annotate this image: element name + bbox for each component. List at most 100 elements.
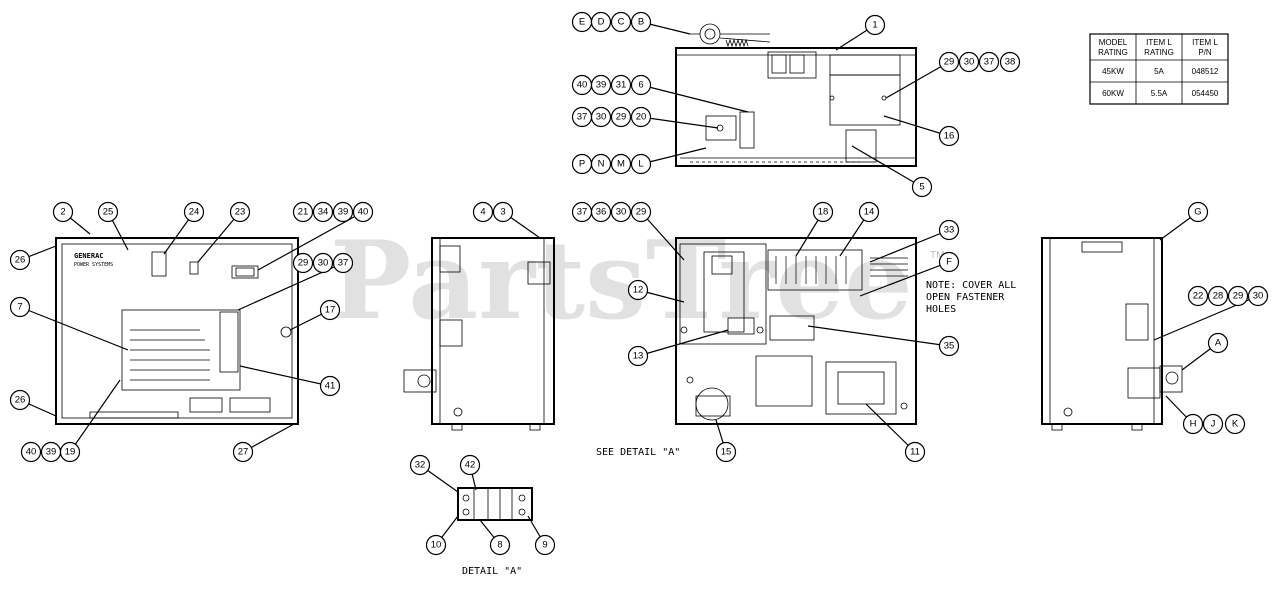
callout-15: 15 bbox=[715, 441, 737, 463]
callout-35: 35 bbox=[938, 335, 960, 357]
callout-28: 28 bbox=[1207, 285, 1229, 307]
svg-text:3: 3 bbox=[500, 207, 505, 218]
callout-k: K bbox=[1224, 413, 1246, 435]
top-panel-view bbox=[675, 23, 917, 167]
svg-text:A: A bbox=[1215, 338, 1222, 349]
callout-p: P bbox=[571, 153, 593, 175]
callout-32: 32 bbox=[409, 454, 431, 476]
leader-line bbox=[640, 211, 685, 261]
callout-d: D bbox=[590, 11, 612, 33]
callout-29c: 29 bbox=[292, 252, 314, 274]
leader-line bbox=[640, 116, 719, 129]
svg-text:36: 36 bbox=[596, 207, 607, 218]
detail-a-view bbox=[457, 487, 533, 521]
svg-text:39: 39 bbox=[596, 80, 607, 91]
table-cell: 60KW bbox=[1102, 89, 1124, 98]
callout-2: 2 bbox=[52, 201, 74, 223]
leader-line bbox=[885, 61, 950, 99]
callout-8: 8 bbox=[489, 534, 511, 556]
callout-25: 25 bbox=[97, 201, 119, 223]
svg-text:16: 16 bbox=[944, 131, 955, 142]
table-cell: 048512 bbox=[1192, 67, 1219, 76]
watermark-text: PartsTree bbox=[330, 218, 913, 344]
svg-text:27: 27 bbox=[238, 447, 249, 458]
svg-text:35: 35 bbox=[944, 341, 955, 352]
callout-40a: 40 bbox=[571, 74, 593, 96]
svg-text:32: 32 bbox=[415, 460, 426, 471]
detail-a-label: DETAIL "A" bbox=[462, 566, 522, 577]
svg-text:20: 20 bbox=[636, 112, 647, 123]
leader-line bbox=[637, 329, 729, 357]
callout-39c: 39 bbox=[40, 441, 62, 463]
callout-21: 21 bbox=[292, 201, 314, 223]
leader-line bbox=[869, 229, 950, 263]
svg-text:40: 40 bbox=[577, 80, 588, 91]
table-header: MODEL bbox=[1099, 38, 1128, 47]
svg-text:18: 18 bbox=[818, 207, 829, 218]
callout-42: 42 bbox=[459, 454, 481, 476]
svg-text:13: 13 bbox=[633, 351, 644, 362]
front-cover-view: GENERAC POWER SYSTEMS bbox=[55, 237, 299, 425]
callout-30a: 30 bbox=[958, 51, 980, 73]
callout-c: C bbox=[610, 11, 632, 33]
svg-text:30: 30 bbox=[318, 258, 329, 269]
callout-38: 38 bbox=[999, 51, 1021, 73]
table-cell: 054450 bbox=[1192, 89, 1219, 98]
callout-12: 12 bbox=[627, 279, 649, 301]
leader-line bbox=[19, 306, 129, 351]
table-header: RATING bbox=[1144, 48, 1174, 57]
callout-11: 11 bbox=[904, 441, 926, 463]
callout-30c: 30 bbox=[312, 252, 334, 274]
callout-6: 6 bbox=[630, 74, 652, 96]
svg-text:1: 1 bbox=[872, 20, 877, 31]
svg-text:HOLES: HOLES bbox=[926, 304, 956, 315]
see-detail-label: SEE DETAIL "A" bbox=[596, 447, 680, 458]
callout-3: 3 bbox=[492, 201, 514, 223]
callout-41: 41 bbox=[319, 375, 341, 397]
callout-22: 22 bbox=[1187, 285, 1209, 307]
callout-36: 36 bbox=[590, 201, 612, 223]
svg-text:34: 34 bbox=[318, 207, 329, 218]
svg-text:29: 29 bbox=[298, 258, 309, 269]
svg-text:17: 17 bbox=[325, 305, 336, 316]
svg-text:30: 30 bbox=[616, 207, 627, 218]
svg-text:23: 23 bbox=[235, 207, 246, 218]
svg-text:39: 39 bbox=[338, 207, 349, 218]
callout-30d: 30 bbox=[610, 201, 632, 223]
svg-text:L: L bbox=[638, 159, 643, 170]
svg-text:40: 40 bbox=[26, 447, 37, 458]
leader-line bbox=[640, 84, 749, 113]
svg-text:29: 29 bbox=[944, 57, 955, 68]
svg-text:D: D bbox=[598, 17, 605, 28]
callout-29d: 29 bbox=[630, 201, 652, 223]
svg-text:25: 25 bbox=[103, 207, 114, 218]
callout-39b: 39 bbox=[332, 201, 354, 223]
callout-e: E bbox=[571, 11, 593, 33]
callout-29a: 29 bbox=[938, 51, 960, 73]
svg-text:10: 10 bbox=[431, 540, 442, 551]
svg-text:30: 30 bbox=[596, 112, 607, 123]
callout-29e: 29 bbox=[1227, 285, 1249, 307]
svg-text:29: 29 bbox=[636, 207, 647, 218]
table-cell: 5A bbox=[1154, 67, 1164, 76]
callout-1: 1 bbox=[864, 14, 886, 36]
brand-sub: POWER SYSTEMS bbox=[74, 262, 113, 268]
callout-24: 24 bbox=[183, 201, 205, 223]
callout-40c: 40 bbox=[20, 441, 42, 463]
svg-text:30: 30 bbox=[964, 57, 975, 68]
callout-9: 9 bbox=[534, 534, 556, 556]
callout-40b: 40 bbox=[352, 201, 374, 223]
svg-text:29: 29 bbox=[1233, 291, 1244, 302]
callout-m: M bbox=[610, 153, 632, 175]
callout-37a: 37 bbox=[978, 51, 1000, 73]
svg-text:E: E bbox=[579, 17, 585, 28]
svg-text:42: 42 bbox=[465, 460, 476, 471]
svg-text:C: C bbox=[618, 17, 625, 28]
leader-line bbox=[851, 145, 923, 188]
svg-text:M: M bbox=[617, 159, 625, 170]
svg-text:11: 11 bbox=[910, 447, 920, 458]
callout-13: 13 bbox=[627, 345, 649, 367]
callout-n: N bbox=[590, 153, 612, 175]
